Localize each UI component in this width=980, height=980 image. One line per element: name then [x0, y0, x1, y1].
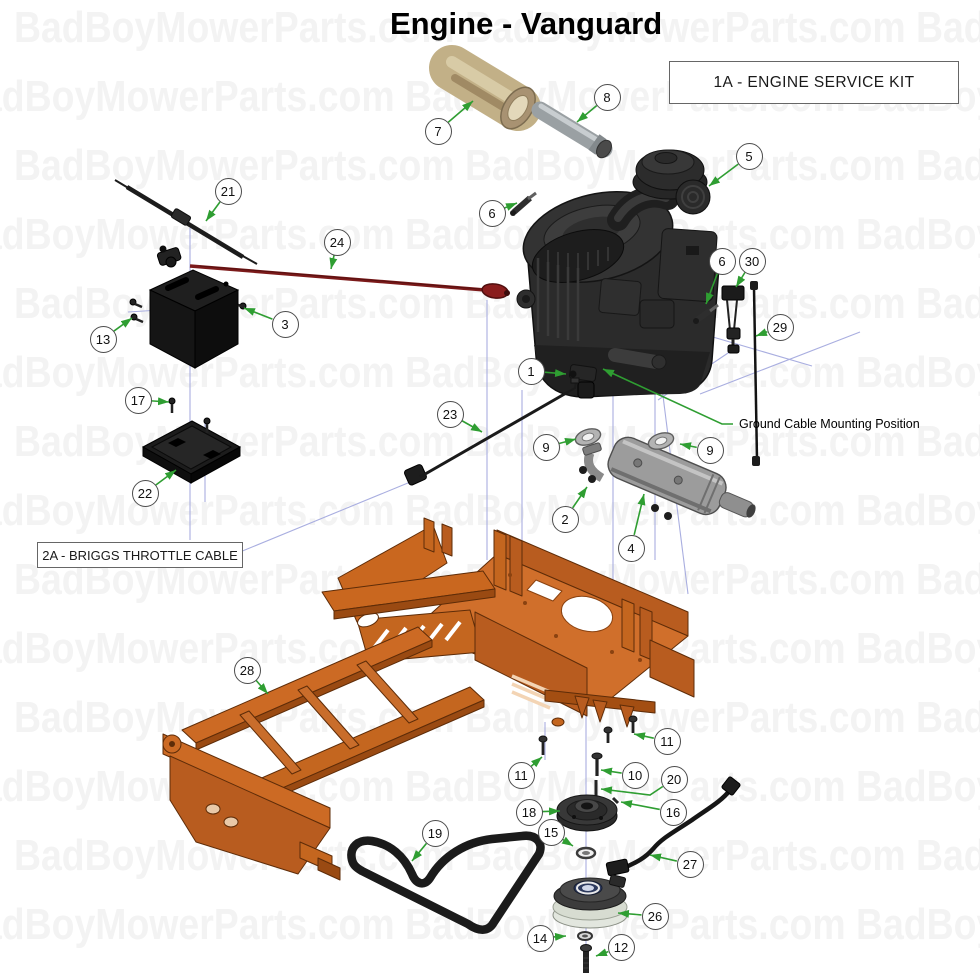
callout-20: 20: [660, 765, 688, 793]
washer-14-illustration: [577, 931, 593, 941]
dipstick-rod-illustration: [750, 281, 760, 466]
leader-line-21: [205, 201, 221, 222]
spark-plug-right-illustration: [693, 303, 719, 324]
callout-14: 14: [526, 924, 554, 952]
leader-line-5: [708, 163, 739, 187]
callout-leader-layer: [113, 100, 768, 957]
callout-17: 17: [124, 386, 152, 414]
ground-cable-note: Ground Cable Mounting Position: [739, 417, 920, 431]
page-title: Engine - Vanguard: [390, 6, 663, 41]
callout-12: 12: [607, 933, 635, 961]
callout-28: 28: [233, 656, 261, 684]
leader-line-11: [633, 732, 654, 741]
callout-11: 11: [653, 727, 681, 755]
air-filter-canister-illustration: [429, 45, 541, 131]
callout-9: 9: [696, 436, 724, 464]
leader-line-2: [571, 486, 588, 509]
leader-line-28: [255, 679, 269, 695]
callout-22: 22: [131, 479, 159, 507]
leader-line-13: [113, 317, 133, 332]
leader-line-9: [558, 437, 577, 446]
leader-line-29: [755, 328, 768, 337]
leader-line-6: [705, 273, 719, 305]
callout-21: 21: [214, 177, 242, 205]
muffler-illustration: [574, 428, 756, 520]
watermark-text: BadBoyMowerParts.com BadBoyMowerParts.co…: [0, 762, 980, 811]
jumper-harness-illustration: [721, 285, 745, 354]
leader-line-22: [155, 469, 177, 486]
bolt-12-illustration: [580, 944, 592, 973]
callout-27: 27: [676, 850, 704, 878]
briggs-throttle-cable-label: 2A - BRIGGS THROTTLE CABLE: [37, 542, 243, 568]
callout-10: 10: [621, 761, 649, 789]
engine-service-kit-label: 1A - ENGINE SERVICE KIT: [669, 61, 959, 104]
battery-illustration: [148, 269, 240, 369]
callout-1: 1: [517, 357, 545, 385]
callout-15: 15: [537, 818, 565, 846]
leader-line-16: [620, 800, 660, 811]
callout-30: 30: [738, 247, 766, 275]
leader-line-23: [461, 419, 483, 433]
callout-24: 24: [323, 228, 351, 256]
clutch-illustration: [552, 874, 628, 929]
leader-line-17: [151, 397, 170, 406]
callout-7: 7: [424, 117, 452, 145]
leader-line-7: [447, 100, 474, 123]
leader-line-18: [542, 807, 561, 816]
callout-16: 16: [659, 798, 687, 826]
leader-line-4: [633, 493, 646, 536]
callout-23: 23: [436, 400, 464, 428]
watermark-text: BadBoyMowerParts.com BadBoyMowerParts.co…: [14, 693, 980, 742]
watermark-text: BadBoyMowerParts.com BadBoyMowerParts.co…: [0, 486, 980, 535]
leader-line-30: [735, 272, 746, 288]
leader-line-24: [329, 255, 338, 270]
callout-6: 6: [478, 199, 506, 227]
filter-tube-illustration: [531, 101, 613, 159]
clutch-harness-illustration: [605, 776, 741, 877]
watermark-text: BadBoyMowerParts.com BadBoyMowerParts.co…: [0, 348, 980, 397]
leader-line-3: [243, 307, 273, 320]
battery-rod-illustration: [114, 179, 258, 265]
frame-illustration: [162, 517, 695, 881]
pulley-illustration: [556, 794, 618, 832]
leader-line-10: [600, 767, 622, 776]
callout-11: 11: [507, 761, 535, 789]
leader-line-11: [530, 756, 543, 768]
callout-18: 18: [515, 798, 543, 826]
watermark-text: BadBoyMowerParts.com BadBoyMowerParts.co…: [14, 141, 980, 190]
callout-9: 9: [532, 433, 560, 461]
leader-line-26: [617, 909, 642, 918]
mount-screws-illustration: [538, 715, 638, 805]
throttle-cable-illustration: [403, 377, 580, 486]
ground-cable-leader-line: [602, 368, 733, 425]
leader-line-9: [679, 442, 697, 451]
battery-cable-illustration: [156, 245, 510, 299]
callout-3: 3: [271, 310, 299, 338]
leader-line-14: [553, 932, 567, 941]
callout-29: 29: [766, 313, 794, 341]
battery-screws-illustration: [129, 298, 247, 324]
leader-line-27: [649, 853, 678, 862]
leader-line-20: [600, 785, 664, 796]
callout-5: 5: [735, 142, 763, 170]
callout-8: 8: [593, 83, 621, 111]
callout-19: 19: [421, 819, 449, 847]
leader-line-19: [411, 842, 428, 862]
callout-6: 6: [708, 247, 736, 275]
callout-26: 26: [641, 902, 669, 930]
belt-illustration: [347, 831, 545, 934]
callout-13: 13: [89, 325, 117, 353]
leader-line-6: [504, 202, 518, 211]
leader-line-15: [561, 836, 574, 847]
leader-line-1: [544, 369, 567, 378]
battery-tray-illustration: [141, 397, 242, 484]
callout-4: 4: [617, 534, 645, 562]
callout-2: 2: [551, 505, 579, 533]
leader-line-8: [576, 105, 598, 123]
washer-15-illustration: [575, 846, 597, 860]
watermark-text: BadBoyMowerParts.com BadBoyMowerParts.co…: [14, 3, 980, 52]
leader-line-12: [595, 948, 609, 957]
